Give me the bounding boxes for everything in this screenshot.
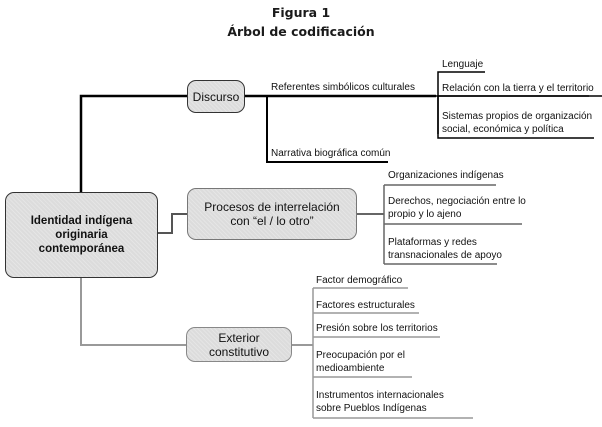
leaf-line: sobre Pueblos Indígenas bbox=[316, 402, 427, 414]
connector-root-discurso bbox=[79, 94, 187, 192]
leaf-factor-demografico: Factor demográfico bbox=[316, 275, 403, 286]
leaf-line: Preocupación por el bbox=[316, 350, 405, 361]
leaf-line: medioambiente bbox=[316, 362, 385, 374]
figure-title: Árbol de codificación bbox=[227, 24, 375, 39]
root-label-line: originaria bbox=[55, 229, 108, 241]
leaf-underline-sistemas bbox=[437, 96, 594, 139]
leaf-preocupacion-medioambiente: Preocupación por el medioambiente bbox=[316, 350, 405, 375]
sub-branch-referentes: Referentes simbólicos culturales bbox=[271, 82, 415, 93]
node-discurso: Discurso bbox=[187, 80, 245, 113]
leaf-presion-territorios: Presión sobre los territorios bbox=[316, 323, 438, 334]
leaf-line: social, económica y política bbox=[442, 123, 564, 135]
leaf-line: propio y lo ajeno bbox=[388, 208, 462, 220]
leaf-line: transnacionales de apoyo bbox=[388, 249, 502, 261]
leaf-line: Derechos, negociación entre lo bbox=[388, 196, 526, 207]
leaf-lenguaje: Lenguaje bbox=[442, 59, 484, 70]
root-node-identidad: Identidad indígena originaria contemporá… bbox=[5, 192, 158, 278]
node-exterior: Exterior constitutivo bbox=[186, 327, 292, 362]
leaf-organizaciones: Organizaciones indígenas bbox=[388, 170, 504, 181]
connector-root-exterior bbox=[80, 278, 186, 346]
leaf-line: Plataformas y redes bbox=[388, 237, 477, 248]
node-procesos-label-line: con “el / lo otro” bbox=[230, 214, 314, 228]
leaf-line: Instrumentos internacionales bbox=[316, 390, 444, 401]
connector-root-procesos bbox=[158, 213, 187, 234]
leaf-instrumentos-internacionales: Instrumentos internacionales sobre Puebl… bbox=[316, 390, 444, 415]
leaf-line: Sistemas propios de organización bbox=[442, 111, 593, 122]
leaf-plataformas: Plataformas y redes transnacionales de a… bbox=[388, 237, 502, 262]
node-procesos: Procesos de interrelación con “el / lo o… bbox=[187, 188, 357, 240]
root-label-line: contemporánea bbox=[38, 243, 125, 255]
node-procesos-label-line: Procesos de interrelación bbox=[204, 200, 340, 214]
leaf-factores-estructurales: Factores estructurales bbox=[316, 300, 415, 311]
leaf-relacion-tierra: Relación con la tierra y el territorio bbox=[442, 83, 594, 94]
node-exterior-label: Exterior constitutivo bbox=[208, 330, 270, 359]
node-discurso-label: Discurso bbox=[192, 89, 240, 104]
root-label-line: Identidad indígena bbox=[30, 215, 133, 227]
figure-label: Figura 1 bbox=[271, 5, 331, 20]
leaf-sistemas-propios: Sistemas propios de organización social,… bbox=[442, 111, 592, 136]
sub-branch-narrativa: Narrativa biográfica común bbox=[271, 148, 391, 159]
leaf-derechos: Derechos, negociación entre lo propio y … bbox=[388, 196, 526, 221]
